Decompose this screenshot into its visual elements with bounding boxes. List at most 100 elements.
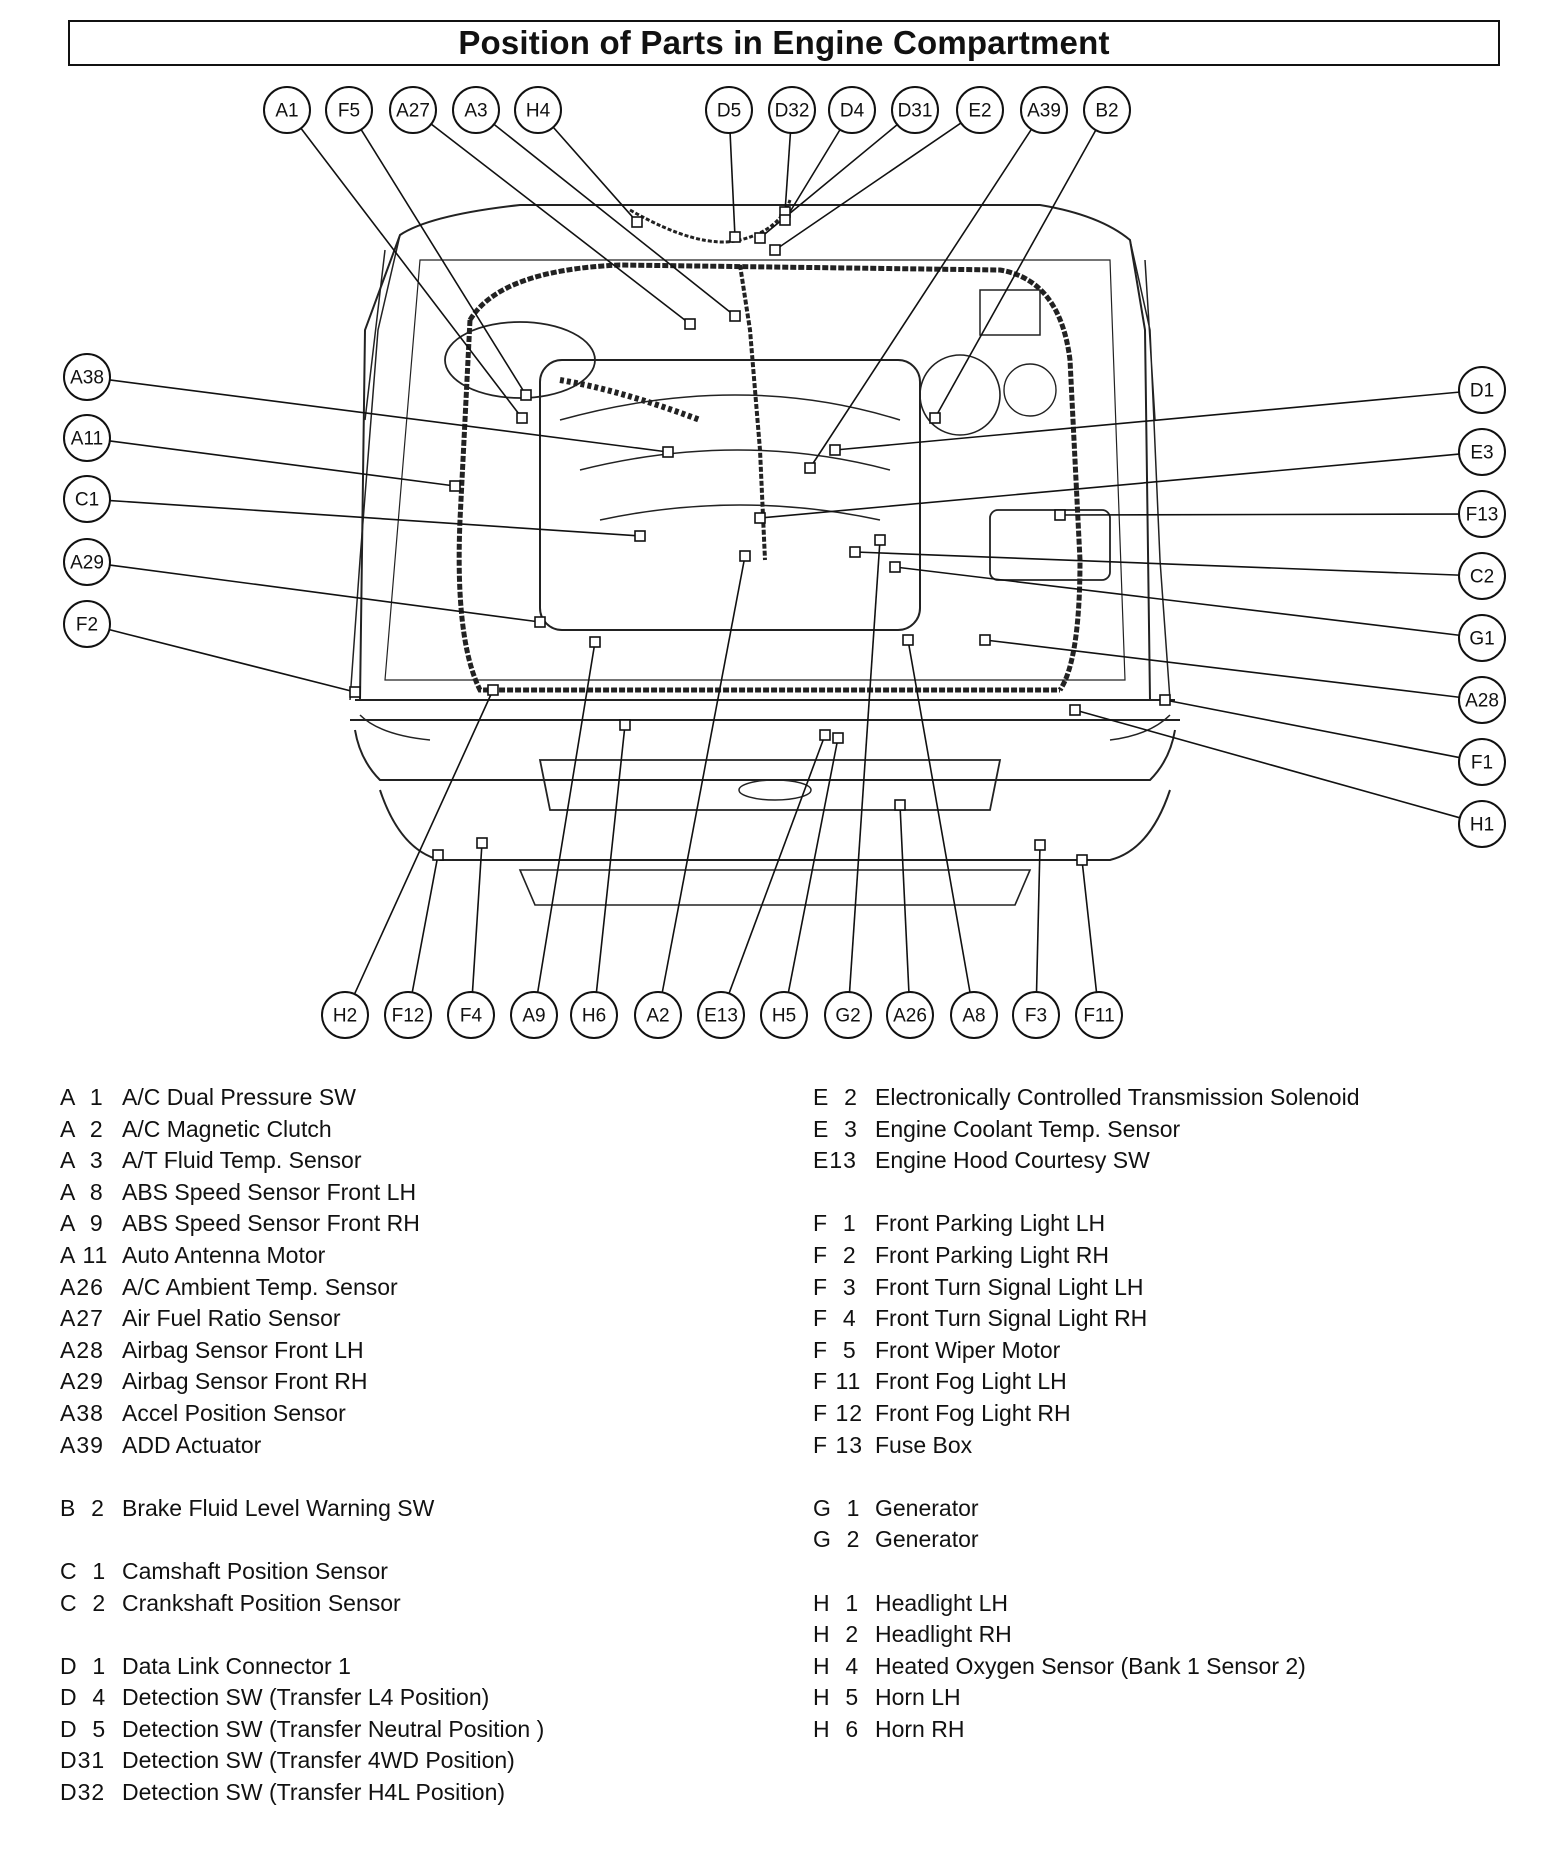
legend-group-gap bbox=[813, 1177, 1360, 1209]
legend-description: Engine Hood Courtesy SW bbox=[875, 1147, 1150, 1174]
callout-label: G2 bbox=[835, 1006, 860, 1027]
leader-line-a27 bbox=[430, 123, 691, 325]
legend-description: A/C Magnetic Clutch bbox=[122, 1115, 332, 1142]
callout-circle bbox=[1083, 86, 1131, 134]
callout-e13: E13 bbox=[697, 991, 745, 1039]
callout-g1: G1 bbox=[1458, 614, 1506, 662]
connector-markers bbox=[349, 206, 1171, 866]
callout-circle bbox=[63, 600, 111, 648]
connector-d5 bbox=[729, 231, 741, 243]
callout-label: E13 bbox=[704, 1006, 738, 1027]
legend-code: D 1 bbox=[60, 1652, 107, 1679]
callout-circle bbox=[325, 86, 373, 134]
legend-description: Front Turn Signal Light LH bbox=[875, 1273, 1144, 1300]
callout-label: D31 bbox=[898, 101, 933, 122]
callout-label: A11 bbox=[71, 429, 103, 450]
callout-label: G1 bbox=[1469, 629, 1494, 650]
connector-c1 bbox=[634, 530, 646, 542]
legend-code: F 13 bbox=[813, 1431, 864, 1458]
connector-a11 bbox=[449, 480, 461, 492]
legend-code: F 2 bbox=[813, 1241, 857, 1268]
legend-code: C 2 bbox=[60, 1589, 107, 1616]
legend-code: A 1 bbox=[60, 1084, 104, 1110]
intake-manifold bbox=[559, 394, 901, 521]
callout-a26: A26 bbox=[886, 991, 934, 1039]
legend-description: Camshaft Position Sensor bbox=[122, 1557, 388, 1584]
connector-c2 bbox=[849, 546, 861, 558]
connector-f13 bbox=[1054, 509, 1066, 521]
callout-d1: D1 bbox=[1458, 366, 1506, 414]
leader-line-a1 bbox=[300, 127, 523, 419]
leader-line-d5 bbox=[729, 132, 736, 238]
right-fender bbox=[1129, 239, 1171, 701]
connector-e2 bbox=[769, 244, 781, 256]
legend-description: Brake Fluid Level Warning SW bbox=[122, 1494, 435, 1521]
bumper-top bbox=[354, 729, 1176, 781]
legend-description: Fuse Box bbox=[875, 1431, 973, 1458]
connector-h4 bbox=[631, 216, 643, 228]
legend-code: E 3 bbox=[813, 1115, 858, 1142]
callout-a9: A9 bbox=[510, 991, 558, 1039]
legend-description: Front Wiper Motor bbox=[875, 1336, 1061, 1363]
callout-circle bbox=[452, 86, 500, 134]
leader-line-g2 bbox=[848, 539, 881, 993]
callout-circle bbox=[1458, 614, 1506, 662]
leader-line-f1 bbox=[1164, 699, 1460, 759]
callout-label: D5 bbox=[717, 101, 741, 122]
callout-h6: H6 bbox=[570, 991, 618, 1039]
callout-circle bbox=[510, 991, 558, 1039]
legend-description: Airbag Sensor Front RH bbox=[122, 1368, 368, 1395]
legend-description: Airbag Sensor Front LH bbox=[122, 1336, 364, 1363]
connector-a8 bbox=[902, 634, 914, 646]
callout-f12: F12 bbox=[384, 991, 432, 1039]
callout-f13: F13 bbox=[1458, 490, 1506, 538]
callout-f2: F2 bbox=[63, 600, 111, 648]
leader-line-a38 bbox=[109, 379, 669, 453]
leader-line-a39 bbox=[809, 128, 1033, 469]
connector-g2 bbox=[874, 534, 886, 546]
callout-a11: A11 bbox=[63, 414, 111, 462]
legend-code: B 2 bbox=[60, 1494, 105, 1521]
legend-description: A/C Dual Pressure SW bbox=[122, 1084, 356, 1110]
callout-circle bbox=[886, 991, 934, 1039]
callout-circle bbox=[634, 991, 682, 1039]
connector-g1 bbox=[889, 561, 901, 573]
callout-circle bbox=[760, 991, 808, 1039]
air-cleaner bbox=[444, 321, 596, 399]
radiator-support bbox=[350, 699, 1180, 721]
leader-line-f4 bbox=[471, 842, 483, 993]
callout-label: F11 bbox=[1083, 1006, 1114, 1027]
legend-description: ABS Speed Sensor Front RH bbox=[122, 1210, 420, 1237]
callout-circle bbox=[1020, 86, 1068, 134]
legend-group-gap bbox=[60, 1524, 544, 1556]
leader-line-a3 bbox=[493, 123, 736, 317]
bumper-lower bbox=[379, 789, 1171, 861]
legend-code: F 11 bbox=[813, 1368, 862, 1395]
connector-h2 bbox=[487, 684, 499, 696]
legend-description: A/T Fluid Temp. Sensor bbox=[122, 1147, 362, 1174]
connector-b2 bbox=[929, 412, 941, 424]
connector-a3 bbox=[729, 310, 741, 322]
callout-label: A38 bbox=[70, 368, 104, 389]
legend-code: H 6 bbox=[813, 1715, 860, 1742]
legend-code: D 5 bbox=[60, 1715, 107, 1742]
legend-description: ADD Actuator bbox=[122, 1431, 262, 1458]
connector-d31 bbox=[754, 232, 766, 244]
callout-circle bbox=[1458, 366, 1506, 414]
leader-line-a11 bbox=[109, 440, 456, 487]
callout-a29: A29 bbox=[63, 538, 111, 586]
callout-f1: F1 bbox=[1458, 738, 1506, 786]
callout-d31: D31 bbox=[891, 86, 939, 134]
legend-code: D 4 bbox=[60, 1684, 107, 1711]
